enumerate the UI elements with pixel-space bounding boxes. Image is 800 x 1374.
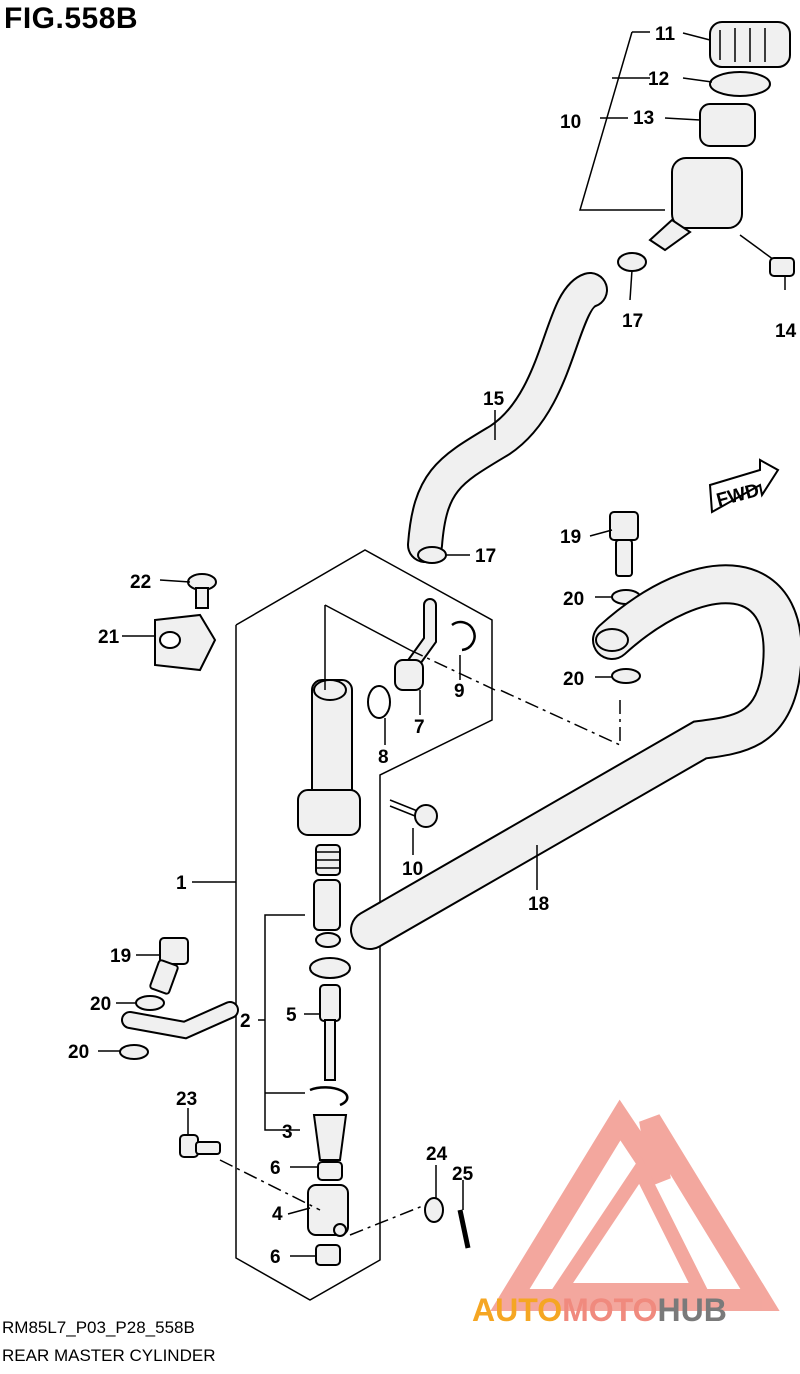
washer-20-b — [611, 668, 641, 684]
callout-20-d: 20 — [68, 1042, 89, 1063]
callout-5: 5 — [286, 1005, 297, 1026]
o-ring — [367, 685, 391, 719]
reservoir-body — [648, 157, 743, 252]
inlet-fitting — [394, 598, 437, 691]
callout-7: 7 — [414, 717, 425, 738]
callout-3: 3 — [282, 1122, 293, 1143]
watermark-logo — [490, 1099, 780, 1311]
watermark-text: AUTOMOTOHUB — [472, 1292, 727, 1329]
washer-24 — [424, 1197, 444, 1223]
callout-14: 13 — [633, 108, 654, 129]
callout-13: 12 — [648, 69, 669, 90]
hose-clamp-top — [617, 252, 647, 272]
bolt-15 — [739, 234, 795, 277]
boot — [312, 1114, 348, 1161]
callout-labels: 11 12 10 13 14 17 15 17 19 20 20 22 21 9… — [68, 24, 797, 1268]
callout-17-top: 17 — [622, 311, 643, 332]
brake-hose — [352, 566, 800, 948]
callout-2: 2 — [240, 1011, 251, 1032]
callout-20-c: 20 — [90, 994, 111, 1015]
callout-17-bottom: 17 — [475, 546, 496, 567]
union-bolt-top — [609, 511, 639, 577]
bracket-11 — [578, 31, 665, 211]
circlip-2 — [309, 1086, 349, 1107]
union-bolt-left — [149, 937, 189, 995]
mount-bracket — [154, 613, 217, 672]
screw-22 — [187, 573, 217, 609]
diagram-caption: REAR MASTER CYLINDER — [2, 1346, 216, 1365]
callout-15: 14 — [775, 321, 797, 342]
callout-25: 25 — [452, 1164, 474, 1185]
washer-20-c — [135, 995, 165, 1011]
callout-6-top: 6 — [270, 1158, 281, 1179]
nut-6-bottom — [315, 1244, 341, 1266]
clevis — [307, 1184, 349, 1237]
callout-16: 15 — [483, 389, 505, 410]
diagram-code: RM85L7_P03_P28_558B — [2, 1318, 195, 1337]
clevis-pin — [179, 1134, 221, 1158]
callout-19-left: 19 — [110, 946, 131, 967]
washer-20-d — [119, 1044, 149, 1060]
cotter-pin — [457, 1209, 471, 1249]
fwd-arrow-icon: FWD — [708, 458, 780, 514]
callout-11: 10 — [560, 112, 581, 133]
push-rod — [319, 984, 341, 1081]
bolt-10 — [389, 799, 438, 828]
callout-23: 23 — [176, 1089, 197, 1110]
reservoir-cap — [709, 21, 791, 68]
assembly-outline — [235, 549, 493, 1301]
nut-6-top — [317, 1161, 343, 1181]
spring — [315, 844, 341, 876]
callout-10: 10 — [402, 859, 423, 880]
callout-21: 21 — [98, 627, 120, 648]
diaphragm-plate — [709, 71, 771, 97]
hose-clamp-bottom — [417, 546, 447, 564]
callout-4: 4 — [272, 1204, 283, 1225]
callout-20-b: 20 — [563, 669, 584, 690]
callout-9: 9 — [454, 681, 465, 702]
piston — [313, 879, 341, 931]
callout-6-bottom: 6 — [270, 1247, 281, 1268]
circlip-9 — [451, 620, 476, 652]
watermark-part-auto: AUTO — [472, 1292, 563, 1328]
callout-22: 22 — [130, 572, 151, 593]
watermark-part-hub: HUB — [657, 1292, 727, 1328]
callout-20-a: 20 — [563, 589, 584, 610]
seal-cup — [309, 957, 351, 979]
leader-lines — [98, 32, 786, 1257]
diaphragm — [699, 103, 756, 147]
callout-12: 11 — [655, 24, 676, 45]
callout-18: 18 — [528, 894, 549, 915]
callout-8: 8 — [378, 747, 389, 768]
reservoir-hose — [409, 274, 606, 561]
callout-24: 24 — [426, 1144, 448, 1165]
callout-1: 1 — [176, 873, 187, 894]
figure-title: FIG.558B — [4, 2, 139, 35]
callout-19-top: 19 — [560, 527, 581, 548]
watermark-part-moto: MOTO — [562, 1292, 658, 1328]
master-cylinder-body — [297, 679, 361, 836]
